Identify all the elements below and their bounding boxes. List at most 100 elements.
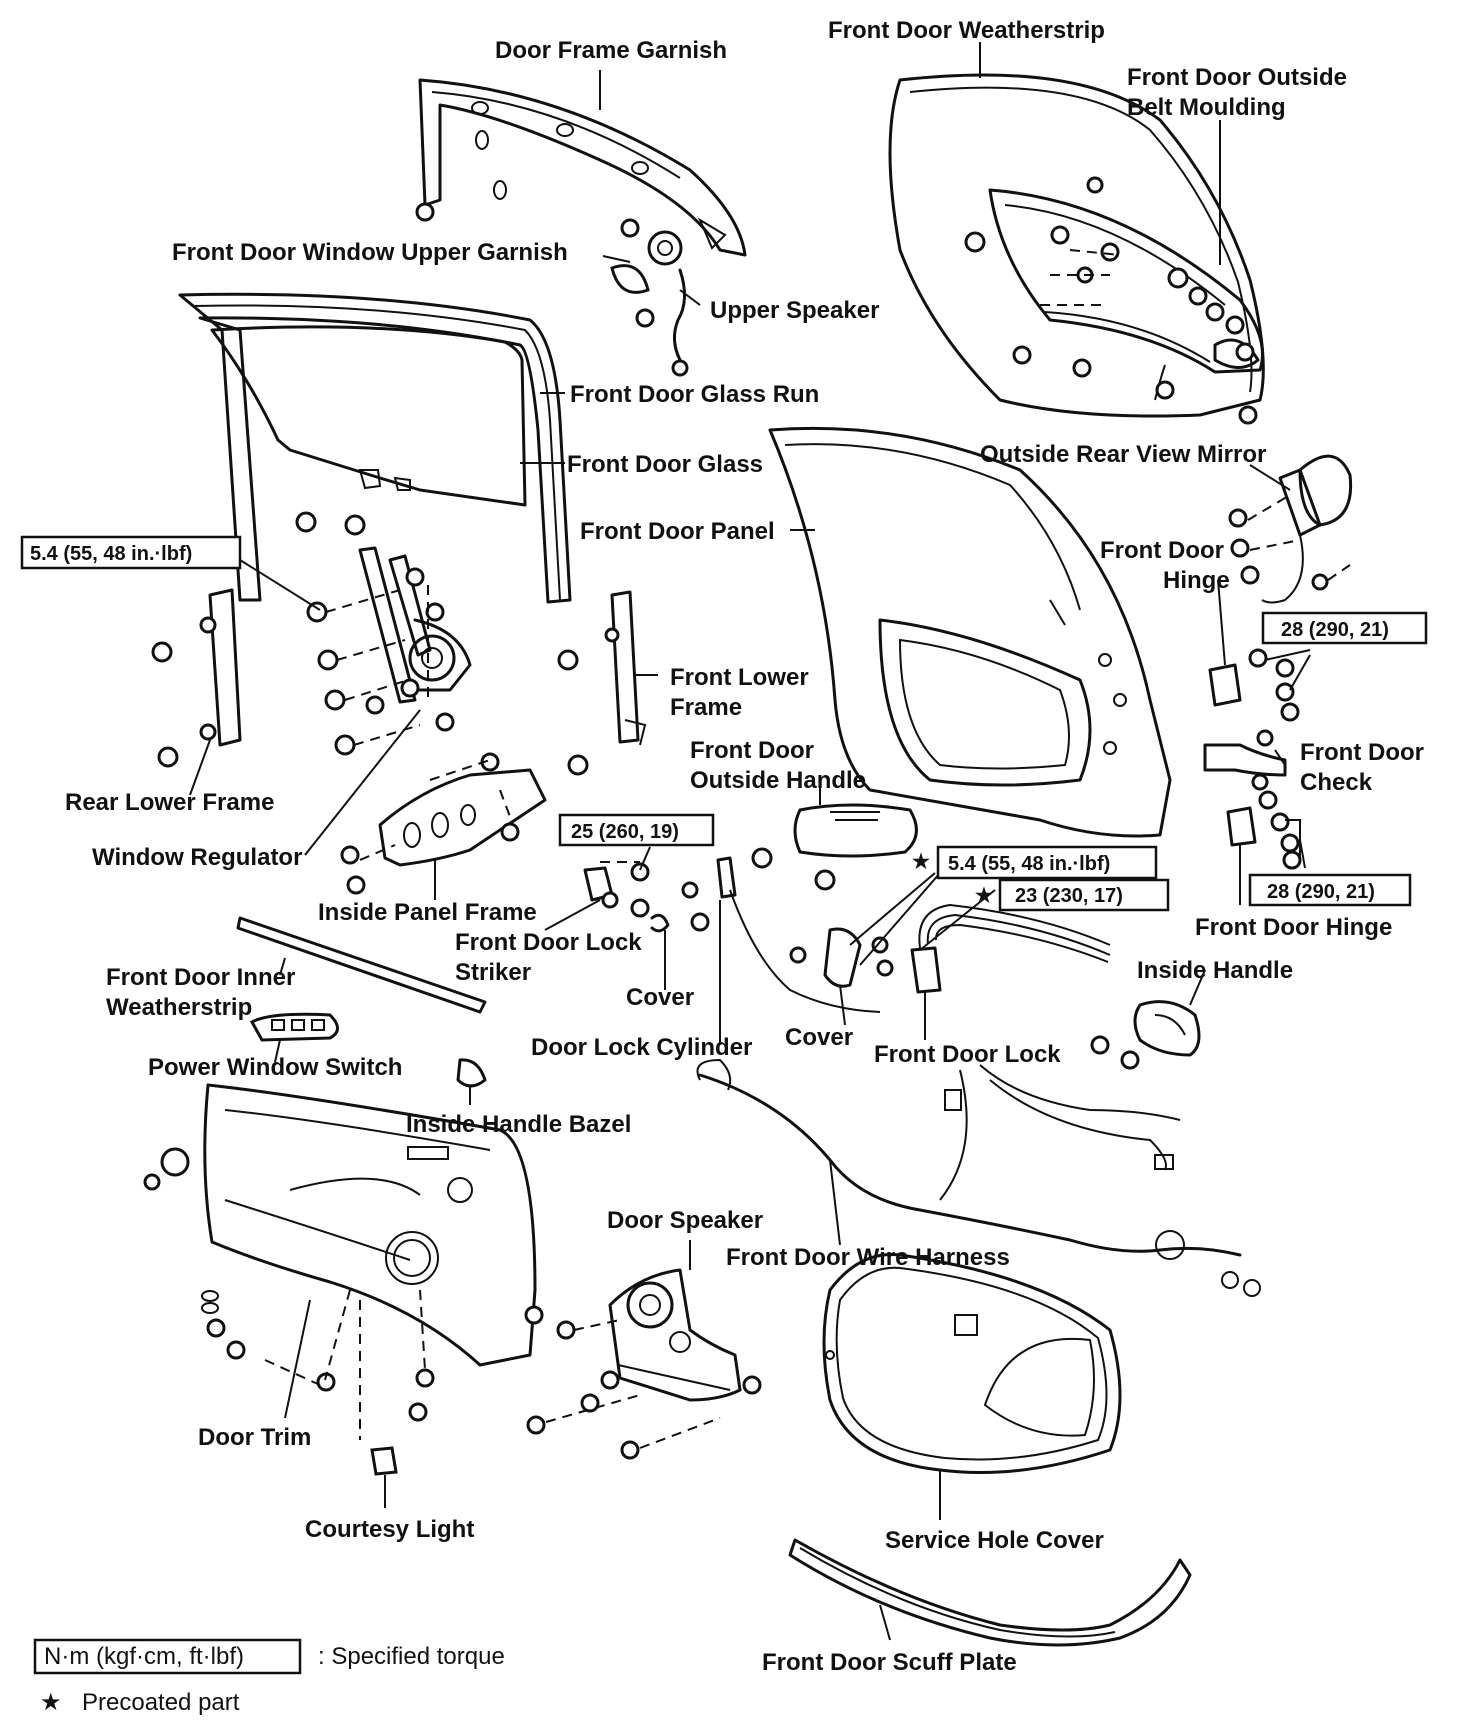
door-speaker-part xyxy=(608,1268,742,1402)
label-door-lock-cylinder: Door Lock Cylinder xyxy=(531,1034,752,1061)
front-door-wire-harness-part xyxy=(696,1058,1261,1297)
inside-panel-frame-part xyxy=(340,752,547,895)
label-front-door-scuff-plate: Front Door Scuff Plate xyxy=(762,1649,1017,1676)
label-lock-striker-1: Front Door Lock xyxy=(455,929,642,956)
label-front-door-glass-run: Front Door Glass Run xyxy=(570,381,819,408)
label-inner-weatherstrip-1: Front Door Inner xyxy=(106,964,295,991)
star-icon: ★ xyxy=(975,885,993,907)
label-front-door-wire-harness: Front Door Wire Harness xyxy=(726,1244,1010,1271)
star-icon: ★ xyxy=(912,851,930,873)
front-door-weatherstrip-part xyxy=(888,73,1265,418)
fasteners-mirror xyxy=(1228,508,1329,591)
label-cover-1: Cover xyxy=(626,984,694,1011)
legend-star-text: Precoated part xyxy=(82,1689,240,1716)
courtesy-light-part xyxy=(370,1446,398,1476)
bolt-icon xyxy=(415,202,435,222)
label-front-door-weatherstrip: Front Door Weatherstrip xyxy=(828,17,1105,44)
service-hole-cover-part xyxy=(822,1252,1122,1474)
inner-weatherstrip-part xyxy=(236,916,487,1014)
label-outside-belt-moulding-2: Belt Moulding xyxy=(1127,94,1286,121)
front-door-check-part xyxy=(1203,729,1287,791)
label-hinge-upper-1: Front Door xyxy=(1100,537,1224,564)
fasteners-regulator xyxy=(295,511,589,776)
label-front-door-glass: Front Door Glass xyxy=(567,451,763,478)
label-outside-handle-1: Front Door xyxy=(690,737,814,764)
label-inside-handle: Inside Handle xyxy=(1137,957,1293,984)
door-frame-garnish-part xyxy=(418,78,747,257)
front-door-lock-striker-part xyxy=(583,862,650,918)
torque-hinge-upper: 28 (290, 21) xyxy=(1281,619,1389,641)
label-front-lower-frame-2: Frame xyxy=(670,694,742,721)
label-hinge-upper-2: Hinge xyxy=(1163,567,1230,594)
front-door-panel-part xyxy=(768,426,1172,838)
front-door-hinge-upper-part xyxy=(1208,648,1300,722)
label-window-regulator: Window Regulator xyxy=(92,844,302,871)
front-lower-frame-part xyxy=(604,590,647,746)
door-trim-part xyxy=(203,1083,537,1367)
outside-rear-view-mirror-part xyxy=(1261,454,1353,604)
power-window-switch-part xyxy=(249,1012,339,1042)
torque-lock: 5.4 (55, 48 in.·lbf) xyxy=(948,853,1110,875)
window-regulator-part xyxy=(358,546,472,732)
label-front-lower-frame-1: Front Lower xyxy=(670,664,809,691)
legend-unit-text: : Specified torque xyxy=(318,1643,505,1670)
bolt-icon xyxy=(1090,1035,1110,1055)
leader-lines xyxy=(189,42,1311,1641)
bolt-icon xyxy=(151,641,173,663)
label-door-speaker: Door Speaker xyxy=(607,1207,763,1234)
label-front-door-hinge-lower: Front Door Hinge xyxy=(1195,914,1392,941)
label-power-window-switch: Power Window Switch xyxy=(148,1054,402,1081)
front-door-hinge-lower-part xyxy=(1226,790,1302,870)
label-lock-striker-2: Striker xyxy=(455,959,531,986)
cover-2-part xyxy=(823,927,862,988)
label-door-trim: Door Trim xyxy=(198,1424,311,1451)
label-outside-handle-2: Outside Handle xyxy=(690,767,866,794)
bolt-icon xyxy=(789,946,807,964)
label-service-hole-cover: Service Hole Cover xyxy=(885,1527,1104,1554)
legend-unit-box: N·m (kgf·cm, ft·lbf) xyxy=(44,1643,244,1670)
outside-belt-moulding-part xyxy=(988,188,1264,374)
label-door-frame-garnish: Door Frame Garnish xyxy=(495,37,727,64)
label-courtesy-light: Courtesy Light xyxy=(305,1516,474,1543)
fasteners-trim xyxy=(143,1147,544,1422)
bolt-icon xyxy=(876,959,894,977)
front-door-outside-handle-part xyxy=(793,803,918,858)
label-window-upper-garnish: Front Door Window Upper Garnish xyxy=(172,239,568,266)
star-icon: ★ xyxy=(40,1689,62,1716)
inside-handle-bazel-part xyxy=(456,1058,487,1088)
part-labels: Door Frame Garnish Front Door Weatherstr… xyxy=(65,17,1424,1676)
front-door-glass-run-part xyxy=(178,292,572,604)
rear-lower-frame-part xyxy=(199,588,242,747)
bolt-icon xyxy=(814,869,836,891)
fasteners-speaker xyxy=(526,1320,762,1460)
bolt-icon xyxy=(871,936,889,954)
window-upper-garnish-part xyxy=(610,264,650,294)
torque-striker: 25 (260, 19) xyxy=(571,821,679,843)
legend: N·m (kgf·cm, ft·lbf) : Specified torque … xyxy=(33,1638,505,1716)
front-door-lock-part xyxy=(910,903,1111,994)
fasteners-weatherstrip xyxy=(964,176,1258,425)
label-inside-handle-bazel: Inside Handle Bazel xyxy=(406,1111,631,1138)
label-outside-belt-moulding-1: Front Door Outside xyxy=(1127,64,1347,91)
bolt-icon xyxy=(751,847,773,869)
label-inner-weatherstrip-2: Weatherstrip xyxy=(106,994,252,1021)
upper-speaker-part xyxy=(635,230,689,377)
torque-lock-precoated: 23 (230, 17) xyxy=(1015,885,1123,907)
bolt-icon xyxy=(157,746,179,768)
label-inside-panel-frame: Inside Panel Frame xyxy=(318,899,537,926)
label-cover-2: Cover xyxy=(785,1024,853,1051)
label-front-door-check-1: Front Door xyxy=(1300,739,1424,766)
label-front-door-lock: Front Door Lock xyxy=(874,1041,1061,1068)
front-door-scuff-plate-part xyxy=(788,1538,1192,1647)
label-outside-rear-view-mirror: Outside Rear View Mirror xyxy=(980,441,1266,468)
torque-hinge-lower: 28 (290, 21) xyxy=(1267,881,1375,903)
label-front-door-panel: Front Door Panel xyxy=(580,518,775,545)
front-door-glass-part xyxy=(210,325,527,507)
label-front-door-check-2: Check xyxy=(1300,769,1373,796)
door-lock-cylinder-part xyxy=(681,856,881,1013)
torque-boxes: 5.4 (55, 48 in.·lbf) 28 (290, 21) 25 (26… xyxy=(20,535,1428,912)
inside-handle-part xyxy=(1133,1000,1201,1057)
label-rear-lower-frame: Rear Lower Frame xyxy=(65,789,274,816)
